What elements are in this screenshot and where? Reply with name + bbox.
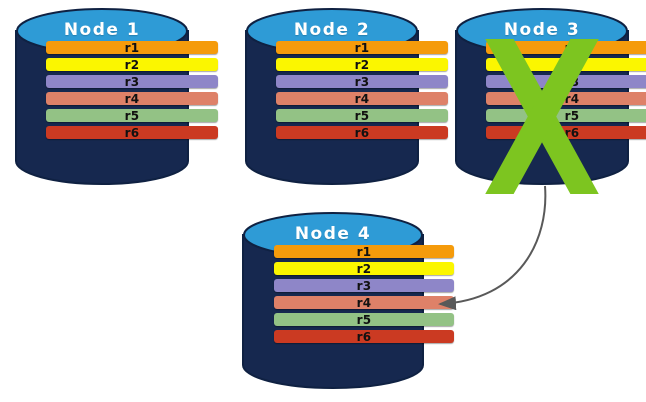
row-bar-r6[interactable]: r6 [274, 330, 454, 343]
row-bar-r3[interactable]: r3 [46, 75, 218, 88]
row-label: r2 [354, 57, 370, 72]
row-bar-r2[interactable]: r2 [274, 262, 454, 275]
row-label: r1 [124, 40, 140, 55]
row-bar-r5[interactable]: r5 [46, 109, 218, 122]
row-label: r4 [564, 91, 580, 106]
row-list: r1 r2 r3 r4 r5 r6 [456, 41, 646, 139]
row-bar-r2[interactable]: r2 [46, 58, 218, 71]
row-bar-r3[interactable]: r3 [276, 75, 448, 88]
row-label: r6 [356, 329, 372, 344]
row-bar-r5[interactable]: r5 [276, 109, 448, 122]
row-bar-r5[interactable]: r5 [274, 313, 454, 326]
row-label: r3 [354, 74, 370, 89]
row-bar-r2[interactable]: r2 [486, 58, 646, 71]
row-label: r6 [564, 125, 580, 140]
row-bar-r1[interactable]: r1 [274, 245, 454, 258]
row-label: r2 [564, 57, 580, 72]
row-label: r5 [356, 312, 372, 327]
row-list: r1 r2 r3 r4 r5 r6 [246, 41, 478, 139]
row-list: r1 r2 r3 r4 r5 r6 [243, 245, 485, 343]
row-label: r5 [124, 108, 140, 123]
row-label: r5 [564, 108, 580, 123]
row-bar-r1[interactable]: r1 [486, 41, 646, 54]
row-bar-r6[interactable]: r6 [486, 126, 646, 139]
row-bar-r2[interactable]: r2 [276, 58, 448, 71]
row-label: r2 [124, 57, 140, 72]
row-bar-r6[interactable]: r6 [46, 126, 218, 139]
row-bar-r4[interactable]: r4 [486, 92, 646, 105]
row-label: r1 [356, 244, 372, 259]
row-label: r3 [564, 74, 580, 89]
row-label: r4 [124, 91, 140, 106]
row-label: r6 [354, 125, 370, 140]
row-label: r6 [124, 125, 140, 140]
row-label: r1 [354, 40, 370, 55]
row-label: r2 [356, 261, 372, 276]
row-bar-r6[interactable]: r6 [276, 126, 448, 139]
row-bar-r4[interactable]: r4 [274, 296, 454, 309]
row-list: r1 r2 r3 r4 r5 r6 [16, 41, 248, 139]
row-bar-r4[interactable]: r4 [276, 92, 448, 105]
row-bar-r1[interactable]: r1 [46, 41, 218, 54]
row-label: r3 [124, 74, 140, 89]
row-label: r3 [356, 278, 372, 293]
row-label: r1 [564, 40, 580, 55]
row-bar-r4[interactable]: r4 [46, 92, 218, 105]
row-bar-r1[interactable]: r1 [276, 41, 448, 54]
row-bar-r3[interactable]: r3 [274, 279, 454, 292]
row-bar-r5[interactable]: r5 [486, 109, 646, 122]
row-label: r5 [354, 108, 370, 123]
row-label: r4 [354, 91, 370, 106]
row-label: r4 [356, 295, 372, 310]
row-bar-r3[interactable]: r3 [486, 75, 646, 88]
